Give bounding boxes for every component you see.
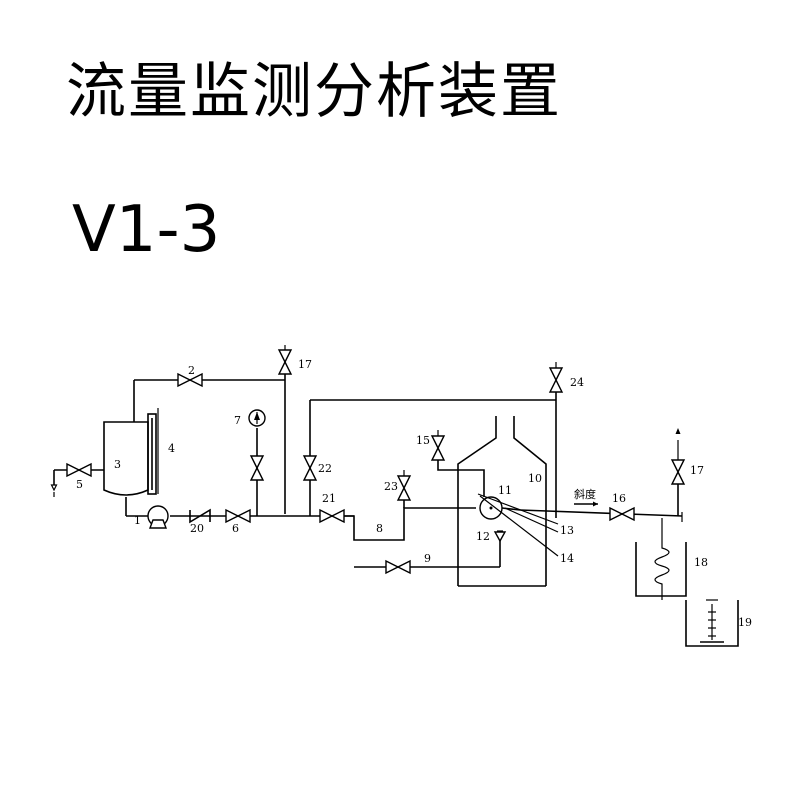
- upper-header-line: [309, 382, 557, 518]
- label-16: 16: [612, 492, 626, 505]
- valve-gauge-7[interactable]: [249, 455, 265, 481]
- label-21: 21: [322, 492, 336, 505]
- vessel-10: [457, 416, 547, 587]
- leader-lines: [477, 493, 559, 557]
- valve-17-left[interactable]: [277, 345, 293, 375]
- label-2: 2: [188, 364, 195, 377]
- label-11: 11: [498, 484, 512, 497]
- label-23: 23: [384, 480, 398, 493]
- cooler-18: [635, 518, 687, 600]
- label-3: 3: [114, 458, 121, 471]
- page-title: 流量监测分析装置: [66, 57, 562, 127]
- pump-1[interactable]: [147, 505, 169, 529]
- valve-22[interactable]: [302, 455, 318, 481]
- label-18: 18: [694, 556, 708, 569]
- valve-9[interactable]: [385, 559, 411, 575]
- valve-2[interactable]: [177, 372, 203, 388]
- label-7: 7: [234, 414, 241, 427]
- label-12: 12: [476, 530, 490, 543]
- label-15: 15: [416, 434, 430, 447]
- valve-15[interactable]: [430, 430, 446, 461]
- label-9: 9: [424, 552, 431, 565]
- slope-label: 斜度: [574, 487, 596, 501]
- valve-6[interactable]: [225, 508, 251, 524]
- check-valve-20[interactable]: [189, 508, 211, 524]
- valve-17-right[interactable]: [670, 428, 686, 485]
- cylinder-19: [685, 599, 739, 647]
- version-label: V1-3: [72, 193, 221, 267]
- sloped-outlet-pipe: [519, 484, 683, 522]
- valve-21[interactable]: [319, 508, 345, 524]
- label-19: 19: [738, 616, 752, 629]
- label-5: 5: [76, 478, 83, 491]
- label-20: 20: [190, 522, 204, 535]
- valve-16[interactable]: [609, 506, 635, 522]
- meter-11[interactable]: [479, 496, 521, 520]
- pipe-section-8: [344, 507, 476, 541]
- valve-5[interactable]: [66, 462, 92, 478]
- label-24: 24: [570, 376, 584, 389]
- level-gauge-4: [147, 408, 159, 495]
- valve-24[interactable]: [548, 362, 564, 393]
- label-22: 22: [318, 462, 332, 475]
- tank-3: [103, 421, 149, 496]
- label-13: 13: [560, 524, 574, 537]
- pipe-line-9: [354, 544, 501, 568]
- label-17-right: 17: [690, 464, 704, 477]
- label-4: 4: [168, 442, 175, 455]
- label-1: 1: [134, 514, 141, 527]
- vent-line-15: [437, 460, 485, 497]
- label-6: 6: [232, 522, 239, 535]
- valve-23[interactable]: [396, 470, 412, 508]
- nozzle-12: [493, 530, 507, 544]
- label-14: 14: [560, 552, 574, 565]
- label-17-left: 17: [298, 358, 312, 371]
- label-8: 8: [376, 522, 383, 535]
- bypass-line: [133, 379, 285, 422]
- label-10: 10: [528, 472, 542, 485]
